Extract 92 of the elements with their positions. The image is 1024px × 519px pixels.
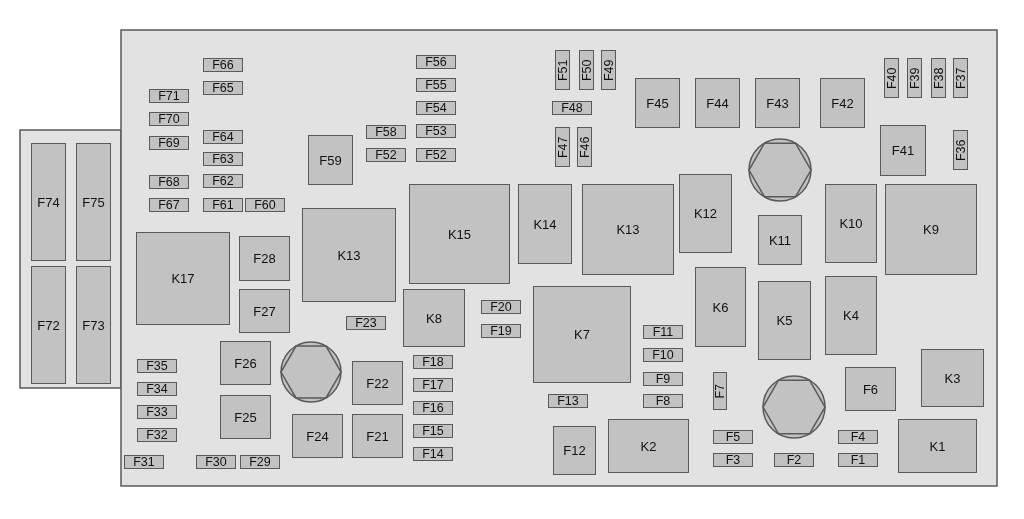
fuse: F15 (413, 424, 453, 438)
fuse: F74 (31, 143, 66, 261)
fuse: K4 (825, 276, 877, 355)
fuse: F65 (203, 81, 243, 95)
fuse: F50 (579, 50, 594, 90)
fuse: F61 (203, 198, 243, 212)
fuse: F60 (245, 198, 285, 212)
fuse: F63 (203, 152, 243, 166)
fuse: F1 (838, 453, 878, 467)
fuse: F69 (149, 136, 189, 150)
fuse: F23 (346, 316, 386, 330)
fuse: F46 (577, 127, 592, 167)
fuse: F53 (416, 124, 456, 138)
fuse: K12 (679, 174, 732, 253)
fuse: F34 (137, 382, 177, 396)
fuse: F10 (643, 348, 683, 362)
fuse: F27 (239, 289, 290, 333)
fuse: F52 (416, 148, 456, 162)
relay: K9 (885, 184, 977, 275)
fuse: F41 (880, 125, 926, 176)
fuse: F36 (953, 130, 968, 170)
fuse: F35 (137, 359, 177, 373)
fuse: F18 (413, 355, 453, 369)
fuse: F58 (366, 125, 406, 139)
fuse: F73 (76, 266, 111, 384)
fuse: F12 (553, 426, 596, 475)
fuse: F52 (366, 148, 406, 162)
relay: K15 (409, 184, 510, 284)
fuse: F48 (552, 101, 592, 115)
fuse: F2 (774, 453, 814, 467)
fuse: F8 (643, 394, 683, 408)
fuse: F29 (240, 455, 280, 469)
relay: K3 (921, 349, 984, 407)
fuse: F66 (203, 58, 243, 72)
fuse: F26 (220, 341, 271, 385)
fuse: F33 (137, 405, 177, 419)
fuse: K5 (758, 281, 811, 360)
fuse: F70 (149, 112, 189, 126)
fuse: F47 (555, 127, 570, 167)
fuse: F64 (203, 130, 243, 144)
fuse: F24 (292, 414, 343, 458)
relay: K1 (898, 419, 977, 473)
fuse: F39 (907, 58, 922, 98)
fuse: F9 (643, 372, 683, 386)
fuse: F44 (695, 78, 740, 128)
relay: K8 (403, 289, 465, 347)
fuse: F16 (413, 401, 453, 415)
relay: K2 (608, 419, 689, 473)
fuse: F21 (352, 414, 403, 458)
fuse: F55 (416, 78, 456, 92)
fuse: K10 (825, 184, 877, 263)
fuse: F67 (149, 198, 189, 212)
fuse: F11 (643, 325, 683, 339)
fuse: F54 (416, 101, 456, 115)
fuse: F17 (413, 378, 453, 392)
fuse: K11 (758, 215, 802, 265)
fuse: F56 (416, 55, 456, 69)
fuse: F30 (196, 455, 236, 469)
fuse: F62 (203, 174, 243, 188)
fuse: F13 (548, 394, 588, 408)
fuse: F22 (352, 361, 403, 405)
fuse: F4 (838, 430, 878, 444)
fuse: F38 (931, 58, 946, 98)
fuse: F68 (149, 175, 189, 189)
fuse: F5 (713, 430, 753, 444)
fuse: F31 (124, 455, 164, 469)
fuse: F3 (713, 453, 753, 467)
fuse: F71 (149, 89, 189, 103)
fuse: F32 (137, 428, 177, 442)
fuse: F19 (481, 324, 521, 338)
relay: K13 (302, 208, 396, 302)
relay: K17 (136, 232, 230, 325)
fuse: F20 (481, 300, 521, 314)
fuse: F40 (884, 58, 899, 98)
fuse: F51 (555, 50, 570, 90)
fuse: F6 (845, 367, 896, 411)
relay: K13 (582, 184, 674, 275)
fuse: F25 (220, 395, 271, 439)
fuse: F7 (713, 372, 727, 410)
fuse: F28 (239, 236, 290, 281)
fuse: F72 (31, 266, 66, 384)
fuse: F42 (820, 78, 865, 128)
fuse: F43 (755, 78, 800, 128)
fuse: F37 (953, 58, 968, 98)
fuse: F45 (635, 78, 680, 128)
fuse: F75 (76, 143, 111, 261)
fuse: F59 (308, 135, 353, 185)
fuse: K6 (695, 267, 746, 347)
fuse: F14 (413, 447, 453, 461)
fuse: K14 (518, 184, 572, 264)
relay: K7 (533, 286, 631, 383)
fuse: F49 (601, 50, 616, 90)
